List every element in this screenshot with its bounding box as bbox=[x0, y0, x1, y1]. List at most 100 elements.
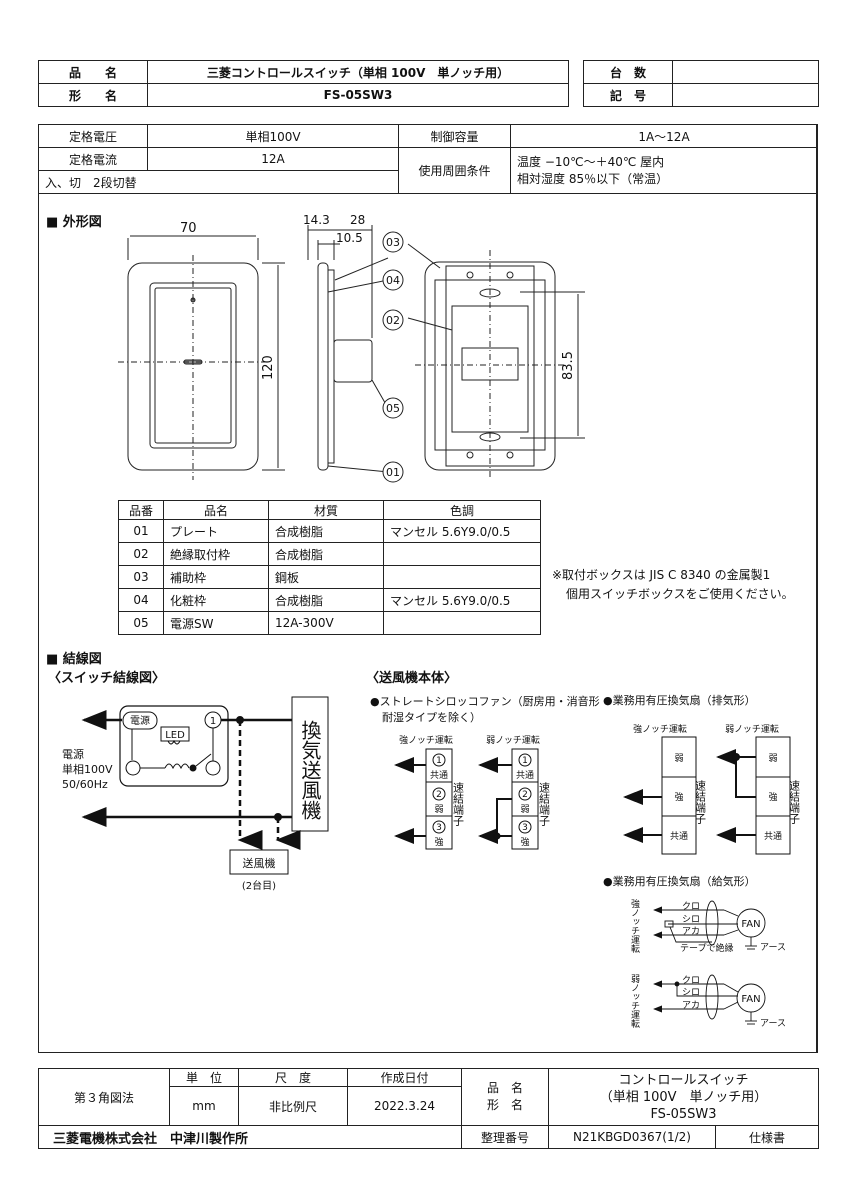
scale-label: 尺 度 bbox=[238, 1068, 348, 1087]
weak-notch-label: 弱ノッチ運転 bbox=[725, 724, 779, 735]
cell: 01 bbox=[118, 519, 164, 543]
footer-product-line: FS-05SW3 bbox=[650, 1106, 717, 1122]
earth-label: アース bbox=[760, 943, 786, 953]
header-color: 色調 bbox=[383, 500, 541, 520]
cell: マンセル 5.6Y9.0/0.5 bbox=[383, 519, 541, 543]
callout-04: 04 bbox=[386, 274, 400, 287]
rated-current: 12A bbox=[147, 147, 399, 171]
sirocco-title: ●ストレートシロッコファン（厨房用・消音形 bbox=[370, 694, 600, 708]
quantity-table: 台 数 記 号 bbox=[583, 60, 819, 107]
cell: 補助枠 bbox=[163, 565, 269, 589]
side-view bbox=[307, 225, 389, 473]
date-value: 2022.3.24 bbox=[347, 1086, 462, 1126]
cell: マンセル 5.6Y9.0/0.5 bbox=[383, 588, 541, 612]
name-model-labels: 品 名 形 名 bbox=[461, 1068, 549, 1126]
terminal-number: 1 bbox=[522, 756, 528, 766]
cell bbox=[383, 542, 541, 566]
supply-diagram-weak bbox=[653, 974, 766, 1025]
terminal-label-strong: 強 bbox=[434, 836, 443, 848]
box-note: ※取付ボックスは JIS C 8340 の金属製1 個用スイッチボックスをご使用… bbox=[552, 566, 794, 604]
wire-white: シロ bbox=[682, 915, 700, 925]
power-terminal-label: 電源 bbox=[130, 714, 150, 727]
tape-label: テープで絶縁 bbox=[680, 942, 733, 954]
power-voltage: 単相100V bbox=[62, 762, 113, 776]
footer-product: コントロールスイッチ （単相 100V 単ノッチ用） FS-05SW3 bbox=[548, 1068, 819, 1126]
wire-red: アカ bbox=[682, 926, 700, 937]
projection-method: 第３角図法 bbox=[38, 1068, 170, 1126]
terminal-number: 3 bbox=[522, 823, 528, 833]
cell bbox=[383, 565, 541, 589]
model-label: 形 名 bbox=[486, 1098, 523, 1112]
terminal-label-common: 共通 bbox=[764, 831, 782, 842]
doc-no-label: 整理番号 bbox=[461, 1125, 549, 1149]
cell: 04 bbox=[118, 588, 164, 612]
terminal-label-strong: 強 bbox=[768, 791, 777, 803]
led-label: LED bbox=[165, 730, 185, 741]
cell: 03 bbox=[118, 565, 164, 589]
strong-notch-label: 強ノッチ運転 bbox=[633, 723, 687, 735]
cell: 合成樹脂 bbox=[268, 542, 384, 566]
model-label: 形 名 bbox=[38, 83, 148, 107]
name-label: 品 名 bbox=[486, 1081, 523, 1095]
strong-notch-label: 強ノッチ運転 bbox=[629, 898, 640, 954]
parts-header-row: 品番 品名 材質 色調 bbox=[118, 500, 541, 520]
wiring-diagrams: 電源 1 LED 電源 単相100V 50/60Hz 換気送風機 送風機 (2台… bbox=[62, 693, 801, 1029]
main-fan-label: 換気送風機 bbox=[298, 720, 322, 820]
cell bbox=[383, 611, 541, 635]
terminal-label-common: 共通 bbox=[670, 831, 688, 842]
cell: 化粧枠 bbox=[163, 588, 269, 612]
rated-current-label: 定格電流 bbox=[38, 147, 148, 171]
footer-table: 第３角図法 単 位 尺 度 作成日付 品 名 形 名 コントロールスイッチ （単… bbox=[38, 1068, 819, 1149]
cell: 電源SW bbox=[163, 611, 269, 635]
wire-black: クロ bbox=[682, 901, 700, 912]
dim-pitch: 83.5 bbox=[561, 351, 576, 380]
symbol-label: 記 号 bbox=[583, 83, 673, 107]
terminal-label-common: 共通 bbox=[430, 770, 448, 781]
callout-02: 02 bbox=[386, 314, 400, 327]
terminal-number: 2 bbox=[522, 790, 528, 800]
callout-01: 01 bbox=[386, 466, 400, 479]
switch-diagram-title: 〈スイッチ結線図〉 bbox=[48, 671, 166, 686]
quick-terminal-label: 速結端子 bbox=[694, 780, 707, 824]
sirocco-diagram bbox=[394, 748, 539, 850]
fan-label: FAN bbox=[741, 994, 760, 1005]
weak-notch-label: 弱ノッチ運転 bbox=[486, 735, 540, 746]
cell: 12A-300V bbox=[268, 611, 384, 635]
power-label: 電源 bbox=[62, 747, 84, 761]
terminal-number: 1 bbox=[436, 756, 442, 766]
box-note-line: 個用スイッチボックスをご使用ください。 bbox=[566, 587, 794, 601]
wire-black: クロ bbox=[682, 975, 700, 986]
product-name-label: 品 名 bbox=[38, 60, 148, 84]
wire-white: シロ bbox=[682, 988, 700, 998]
terminal-label-weak: 弱 bbox=[520, 804, 529, 815]
earth-label: アース bbox=[760, 1019, 786, 1029]
quantity-label: 台 数 bbox=[583, 60, 673, 84]
header-part-name: 品名 bbox=[163, 500, 269, 520]
cell: プレート bbox=[163, 519, 269, 543]
header-material: 材質 bbox=[268, 500, 384, 520]
cell: 02 bbox=[118, 542, 164, 566]
supply-title: ●業務用有圧換気扇（給気形） bbox=[603, 874, 756, 888]
weak-notch-label: 弱ノッチ運転 bbox=[629, 974, 640, 1029]
terminal-1-label: 1 bbox=[210, 716, 216, 727]
control-capacity-label: 制御容量 bbox=[398, 124, 511, 148]
cell: 合成樹脂 bbox=[268, 519, 384, 543]
terminal-label-weak: 弱 bbox=[674, 753, 683, 764]
dim-height: 120 bbox=[261, 355, 276, 380]
exhaust-title: ●業務用有圧換気扇（排気形） bbox=[603, 693, 756, 707]
switching-mode: 入、切 2段切替 bbox=[38, 170, 399, 194]
terminal-label-weak: 弱 bbox=[434, 804, 443, 815]
dim-depth-inner: 10.5 bbox=[336, 231, 363, 245]
rated-voltage: 単相100V bbox=[147, 124, 399, 148]
exhaust-diagram bbox=[623, 736, 791, 855]
terminal-label-common: 共通 bbox=[516, 770, 534, 781]
terminal-number: 2 bbox=[436, 790, 442, 800]
header-part-no: 品番 bbox=[118, 500, 164, 520]
symbol-value bbox=[672, 83, 819, 107]
doc-type: 仕様書 bbox=[715, 1125, 819, 1149]
doc-no: N21KBGD0367(1/2) bbox=[548, 1125, 716, 1149]
